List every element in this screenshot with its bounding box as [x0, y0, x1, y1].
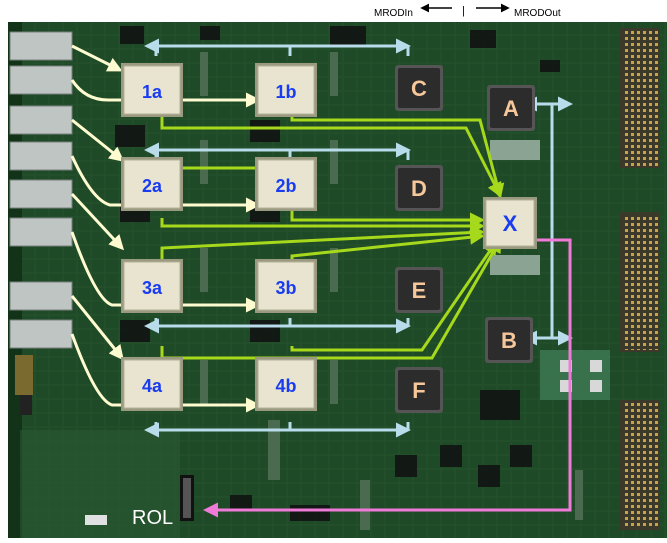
fpga-2a: 2a	[121, 157, 183, 211]
fpga-4b: 4b	[255, 357, 317, 411]
direction-legend: MRODIn | MRODOut	[360, 0, 600, 22]
fpga-4a: 4a	[121, 357, 183, 411]
dsp-e-label: E	[412, 278, 427, 303]
backplane-connectors	[620, 28, 660, 530]
dsp-f-label: F	[412, 378, 425, 403]
fpga-x-label: X	[503, 211, 518, 236]
fpga-3a-label: 3a	[142, 278, 163, 298]
optical-inputs	[10, 32, 72, 348]
fpga-2b-label: 2b	[275, 176, 296, 196]
fpga-1b: 1b	[255, 63, 317, 117]
dsp-a: A	[487, 85, 535, 131]
dsp-b: B	[485, 317, 533, 363]
fpga-x: X	[483, 197, 537, 249]
mrod-in-label: MRODIn	[374, 8, 413, 19]
dsp-c: C	[395, 65, 443, 111]
fpga-4b-label: 4b	[275, 376, 296, 396]
fpga-1b-label: 1b	[275, 82, 296, 102]
fpga-2b: 2b	[255, 157, 317, 211]
dsp-d: D	[395, 165, 443, 211]
fpga-1a-label: 1a	[142, 82, 163, 102]
dsp-a-label: A	[503, 96, 519, 121]
dsp-e: E	[395, 267, 443, 313]
dsp-f: F	[395, 367, 443, 413]
fpga-4a-label: 4a	[142, 376, 163, 396]
mrod-out-label: MRODOut	[514, 8, 561, 19]
rol-label: ROL	[132, 507, 173, 529]
dsp-d-label: D	[411, 176, 427, 201]
fpga-2a-label: 2a	[142, 176, 163, 196]
fpga-3a: 3a	[121, 259, 183, 313]
fpga-1a: 1a	[121, 63, 183, 117]
dsp-c-label: C	[411, 76, 427, 101]
fpga-3b-label: 3b	[275, 278, 296, 298]
direction-separator: |	[462, 5, 465, 17]
dsp-b-label: B	[501, 328, 517, 353]
fpga-3b: 3b	[255, 259, 317, 313]
